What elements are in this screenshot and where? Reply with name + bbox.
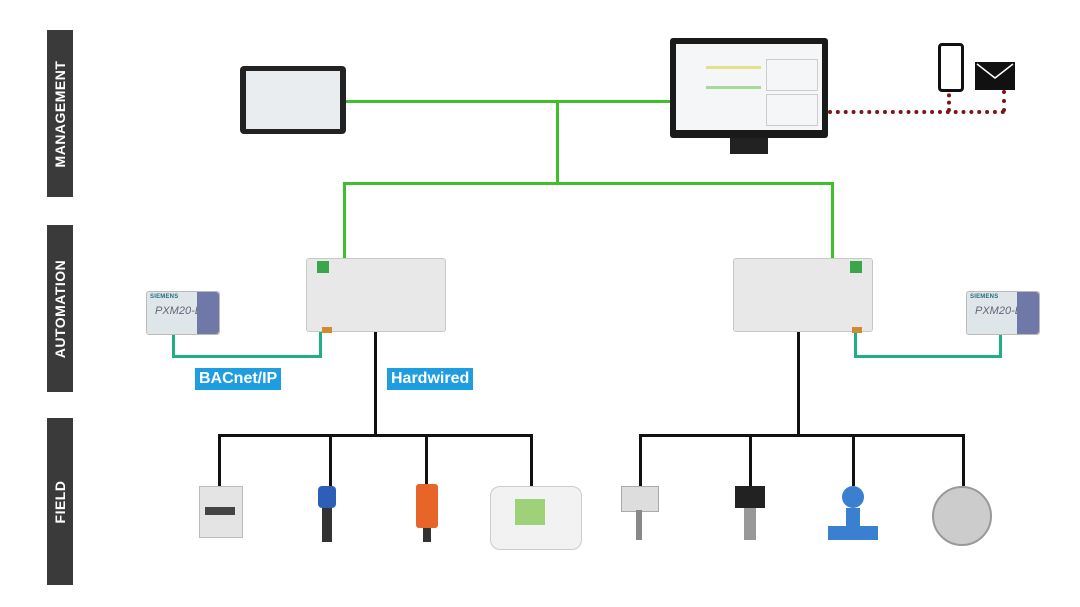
bacnet-line bbox=[172, 355, 322, 358]
valve-actuator bbox=[312, 486, 340, 542]
network-line bbox=[556, 100, 559, 184]
hardwired-line bbox=[329, 434, 332, 486]
layer-label: AUTOMATION bbox=[52, 259, 68, 358]
layer-field: FIELD bbox=[47, 418, 73, 585]
bacnet-line bbox=[172, 333, 175, 358]
layer-label: FIELD bbox=[52, 480, 68, 523]
brand-label: SIEMENS bbox=[150, 294, 179, 300]
hardwired-line bbox=[962, 434, 965, 486]
notification-line bbox=[828, 110, 1005, 114]
hardwired-line bbox=[749, 434, 752, 486]
differential-pressure-switch bbox=[932, 486, 992, 546]
hardwired-line bbox=[218, 434, 221, 486]
damper-actuator bbox=[416, 484, 438, 542]
smartphone-icon bbox=[938, 43, 964, 92]
hardwired-line bbox=[425, 434, 428, 486]
io-module bbox=[199, 486, 243, 538]
bacnet-line bbox=[854, 355, 1002, 358]
layer-management: MANAGEMENT bbox=[47, 30, 73, 197]
email-icon bbox=[975, 62, 1015, 90]
layer-automation: AUTOMATION bbox=[47, 225, 73, 392]
automation-controller-right bbox=[733, 258, 873, 333]
network-line bbox=[345, 100, 671, 103]
panel-display: PXM20-E bbox=[975, 305, 1023, 317]
network-line bbox=[343, 182, 346, 262]
bacnet-line bbox=[319, 330, 322, 358]
bacnet-line bbox=[999, 333, 1002, 358]
bacnet-label: BACnet/IP bbox=[195, 368, 282, 390]
hardwired-line bbox=[797, 332, 800, 436]
monitor-stand bbox=[730, 138, 768, 154]
pxm20-panel-right: SIEMENS PXM20-E bbox=[966, 291, 1040, 335]
layer-label: MANAGEMENT bbox=[52, 60, 68, 167]
hardwired-line bbox=[639, 434, 642, 486]
network-line bbox=[831, 182, 834, 262]
hardwired-line bbox=[218, 434, 532, 437]
flow-meter bbox=[828, 486, 878, 544]
network-line bbox=[343, 182, 834, 185]
hardwired-line bbox=[374, 332, 377, 436]
panel-display: PXM20-E bbox=[155, 305, 203, 317]
workstation-monitor bbox=[670, 38, 828, 138]
temperature-sensor bbox=[621, 486, 659, 542]
notification-line bbox=[1002, 90, 1006, 112]
thermostat bbox=[490, 486, 582, 550]
touch-panel bbox=[240, 66, 346, 134]
pressure-transmitter bbox=[735, 486, 765, 542]
hardwired-label: Hardwired bbox=[387, 368, 474, 390]
pxm20-panel-left: SIEMENS PXM20-E bbox=[146, 291, 220, 335]
brand-label: SIEMENS bbox=[970, 294, 999, 300]
bacnet-line bbox=[854, 330, 857, 358]
hardwired-line bbox=[639, 434, 965, 437]
hardwired-line bbox=[530, 434, 533, 486]
notification-line bbox=[947, 86, 951, 112]
automation-controller-left bbox=[306, 258, 446, 333]
hardwired-line bbox=[852, 434, 855, 486]
